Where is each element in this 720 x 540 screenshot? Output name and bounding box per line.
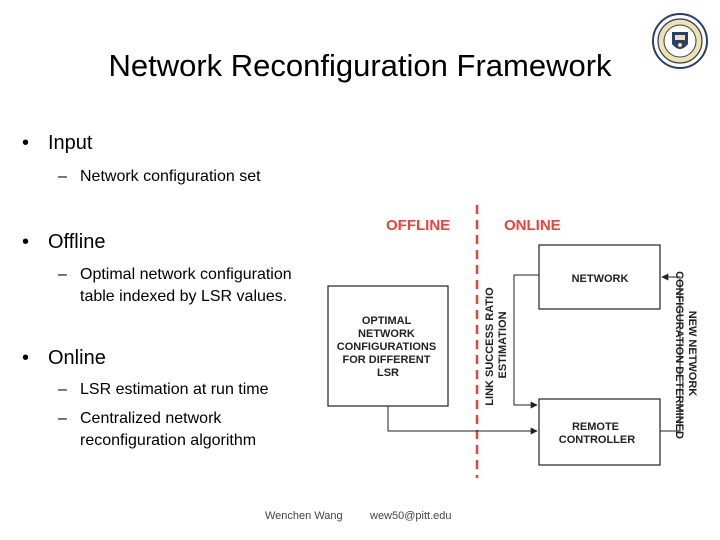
sub-line: reconfiguration algorithm <box>80 432 257 449</box>
new-configuration-arrow <box>660 273 681 432</box>
bullet-online: • Online <box>22 347 106 370</box>
bullet-dot: • <box>22 231 30 253</box>
sub-dash: – <box>58 168 67 185</box>
sub-centralized-algorithm: – Centralized network reconfiguration al… <box>58 408 348 452</box>
config-table-arrow <box>387 406 538 435</box>
footer-email: wew50@pitt.edu <box>370 510 452 522</box>
remote-controller-box <box>538 398 661 466</box>
bullet-offline: • Offline <box>22 231 105 254</box>
new-configuration-label: NEW NETWORK CONFIGURATION DETERMINED <box>673 271 698 439</box>
optimal-configurations-label: OPTIMAL NETWORK CONFIGURATIONS FOR DIFFE… <box>337 315 439 379</box>
sub-network-configuration-set: – Network configuration set <box>58 166 358 188</box>
network-label: NETWORK <box>572 273 629 285</box>
sub-dash: – <box>58 381 67 398</box>
bullet-input-label: Input <box>48 132 93 154</box>
lsr-estimation-arrow <box>513 274 539 409</box>
sub-line: table indexed by LSR values. <box>80 288 288 305</box>
bullet-input: • Input <box>22 132 92 155</box>
footer-author: Wenchen Wang <box>265 510 343 522</box>
online-label: ONLINE <box>504 217 561 234</box>
remote-controller-label: REMOTE CONTROLLER <box>559 421 635 446</box>
optimal-configurations-box <box>327 285 449 407</box>
bullet-dot: • <box>22 347 30 369</box>
sub-line: Centralized network <box>80 410 222 427</box>
sub-optimal-table: – Optimal network configuration table in… <box>58 264 348 308</box>
sub-dash: – <box>58 410 67 427</box>
university-seal-icon <box>652 13 708 69</box>
slide-title: Network Reconfiguration Framework <box>108 48 612 83</box>
bullet-dot: • <box>22 132 30 154</box>
bullet-offline-label: Offline <box>48 231 106 253</box>
sub-line: Network configuration set <box>80 168 261 185</box>
offline-label: OFFLINE <box>386 217 450 234</box>
sub-lsr-estimation: – LSR estimation at run time <box>58 379 348 401</box>
sub-dash: – <box>58 266 67 283</box>
sub-line: Optimal network configuration <box>80 266 292 283</box>
sub-line: LSR estimation at run time <box>80 381 269 398</box>
bullet-online-label: Online <box>48 347 106 369</box>
network-box <box>538 244 661 310</box>
lsr-estimation-label: LINK SUCCESS RATIO ESTIMATION <box>484 284 509 405</box>
